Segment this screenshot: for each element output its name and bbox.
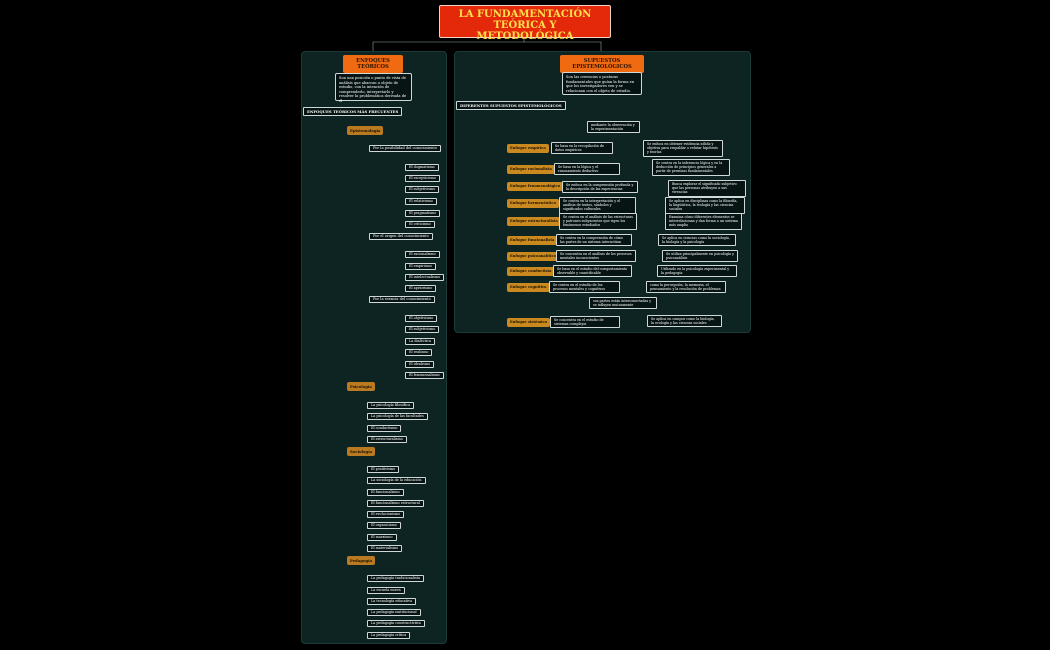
leaf-item: La pedagogía constructivista	[367, 620, 425, 627]
enfoque-estructuralista: Enfoque estructuralista	[507, 217, 561, 226]
leaf-item: El materialismo	[367, 545, 403, 552]
cognitivo-detail: como la percepción, la memoria, el pensa…	[646, 281, 726, 294]
estructuralista-detail: Examina cómo diferentes elementos se int…	[665, 213, 742, 230]
leaf-item: El positivismo	[367, 466, 400, 473]
enfoque-psicoanalitico: Enfoque psicoanalítico	[507, 252, 560, 261]
diferentes-supuestos-section: DIFERENTES SUPUESTOS EPISTEMOLÓGICOS	[456, 101, 566, 110]
psicoanalitico-detail: Se utiliza principalmente en psicología …	[662, 250, 738, 263]
enfoque-sistemico: Enfoque sistémico	[507, 318, 551, 327]
leaf-item: El funcionalismo estructural	[367, 500, 424, 507]
funcionalista-desc: Se centra en la comprensión de cómo las …	[556, 234, 632, 247]
fenomenologico-detail: Busca explorar el significado subjetivo …	[668, 180, 746, 197]
enfoque-conductista: Enfoque conductista	[507, 267, 555, 276]
empirico-extra: mediante la observación y la experimenta…	[587, 121, 640, 134]
left-panel	[301, 51, 447, 644]
leaf-item: La tecnología educativa	[367, 598, 416, 605]
leaf-item: El realismo	[405, 349, 433, 356]
conductista-detail: Utilizado en la psicología experimental …	[657, 265, 737, 278]
funcionalista-detail: Se aplica en ciencias como la sociología…	[658, 234, 736, 247]
leaf-item: El relativismo	[405, 198, 437, 205]
leaf-item: El estructuralismo	[367, 436, 407, 443]
leaf-item: El apriorismo	[405, 285, 437, 292]
racionalista-desc: Se basa en la lógica y el razonamiento d…	[554, 163, 620, 176]
leaf-item: El pragmatismo	[405, 210, 441, 217]
origen-node: Por el origen del conocimiento	[369, 233, 433, 240]
enfoque-fenomenologico: Enfoque fenomenológico	[507, 182, 564, 191]
leaf-item: El marxismo	[367, 534, 397, 541]
leaf-item: El fenomenalismo	[405, 372, 444, 379]
sistemico-extra: sus partes están interconectadas y se in…	[589, 297, 657, 310]
leaf-item: El subjetivismo	[405, 326, 440, 333]
leaf-item: El evolucionismo	[367, 511, 405, 518]
leaf-item: La pedagogía tradicionalista	[367, 575, 425, 582]
esencia-node: Por la esencia del conocimiento	[369, 296, 435, 303]
sistemico-desc: Se concentra en el estudio de sistemas c…	[550, 316, 620, 329]
posibilidad-node: Por la posibilidad del conocimiento	[369, 145, 441, 152]
sociologia-node: Sociología	[347, 447, 376, 456]
estructuralista-desc: Se centra en el análisis de las estructu…	[559, 213, 637, 230]
fenomenologico-desc: Se enfoca en la comprensión profunda y l…	[562, 181, 638, 194]
leaf-item: La psicología de las facultades	[367, 413, 428, 420]
cognitivo-desc: Se centra en el estudio de los procesos …	[549, 281, 620, 294]
leaf-item: El empirismo	[405, 263, 436, 270]
leaf-item: La sociología de la educación	[367, 477, 426, 484]
leaf-item: El conductismo	[367, 425, 402, 432]
enfoques-frecuentes-section: ENFOQUES TEÓRICOS MÁS FRECUENTES	[303, 107, 403, 116]
sistemico-detail: Se aplica en campos como la biología, la…	[647, 315, 722, 328]
hermeneutico-detail: Se aplica en disciplinas como la filosof…	[665, 197, 745, 214]
leaf-item: El funcionalismo	[367, 489, 404, 496]
enfoques-teoricos-intro: Son una posición o punto de vista de aná…	[335, 73, 412, 103]
main-title: LA FUNDAMENTACIÓN TEÓRICA Y METODOLÓGICA	[439, 5, 611, 42]
leaf-item: El dogmatismo	[405, 164, 439, 171]
leaf-item: La pedagogía crítica	[367, 632, 411, 639]
leaf-item: El subjetivismo	[405, 186, 440, 193]
empirico-detail: Se enfoca en obtener evidencia sólida y …	[643, 140, 723, 157]
enfoque-cognitivo: Enfoque cognitivo	[507, 283, 550, 292]
leaf-item: La pedagogía institucional	[367, 609, 421, 616]
enfoques-teoricos-header: ENFOQUES TEÓRICOS	[343, 55, 403, 73]
empirico-desc: Se basa en la recopilación de datos empí…	[551, 142, 613, 155]
psicologia-node: Psicología	[347, 382, 375, 391]
leaf-item: La psicología filosófica	[367, 402, 415, 409]
psicoanalitico-desc: Se concentra en el análisis de los proce…	[556, 250, 636, 263]
leaf-item: La dialéctica	[405, 338, 435, 345]
enfoque-hermeneutico: Enfoque hermenéutico	[507, 199, 559, 208]
leaf-item: El racionalismo	[405, 251, 440, 258]
leaf-item: El escepticismo	[405, 175, 440, 182]
enfoque-funcionalista: Enfoque funcionalista	[507, 236, 558, 245]
epistemologia-node: Epistemología	[347, 126, 384, 135]
enfoque-empirico: Enfoque empírico	[507, 144, 549, 153]
enfoque-racionalista: Enfoque racionalista	[507, 165, 555, 174]
supuestos-intro: Son las creencias o posturas fundamental…	[562, 72, 642, 95]
pedagogia-node: Pedagogía	[347, 556, 376, 565]
conductista-desc: Se basa en el estudio del comportamiento…	[553, 265, 632, 278]
supuestos-header: SUPUESTOS EPISTEMOLÓGICOS	[560, 55, 644, 73]
racionalista-detail: Se centra en la inferencia lógica y en l…	[652, 159, 730, 176]
leaf-item: El criticismo	[405, 221, 435, 228]
leaf-item: El idealismo	[405, 361, 435, 368]
leaf-item: La escuela nueva	[367, 587, 405, 594]
leaf-item: El organicismo	[367, 522, 401, 529]
hermeneutico-desc: Se centra en la interpretación y el anál…	[559, 197, 636, 214]
leaf-item: El intelectualismo	[405, 274, 444, 281]
leaf-item: El objetivismo	[405, 315, 438, 322]
